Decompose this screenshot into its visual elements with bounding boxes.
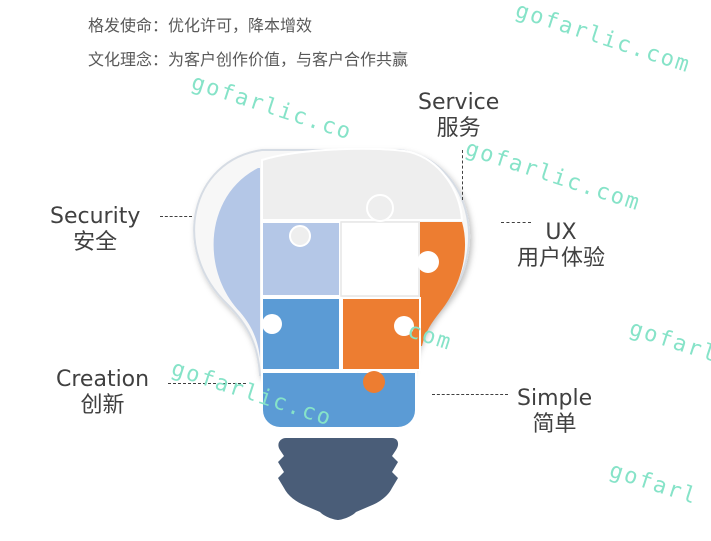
simple-leader-line (432, 394, 508, 395)
center-piece (340, 221, 420, 297)
security-label: Security 安全 (50, 204, 140, 257)
center-top-knob (366, 194, 394, 222)
creation-label-zh: 创新 (80, 393, 125, 419)
creation-label: Creation 创新 (56, 367, 149, 420)
service-piece (261, 147, 464, 221)
service-label: Service 服务 (418, 90, 499, 143)
security-label-en: Security (50, 204, 141, 229)
service-leader-line (462, 150, 463, 200)
security-leader-line (160, 216, 192, 217)
ux-label: UX 用户体验 (517, 220, 605, 273)
neck-knob (363, 371, 385, 393)
bulb-base (278, 438, 399, 520)
ux-leader-line (501, 222, 531, 223)
ux-label-zh: 用户体验 (517, 246, 606, 272)
simple-label-en: Simple (517, 386, 593, 411)
security-piece (213, 168, 260, 358)
service-label-zh: 服务 (436, 116, 481, 142)
security-label-zh: 安全 (73, 230, 118, 256)
creation-leader-line (168, 383, 246, 384)
creation-label-en: Creation (56, 367, 150, 392)
creation-piece (261, 297, 341, 371)
service-tab (289, 225, 311, 247)
ux-lower-knob (394, 316, 414, 336)
ux-knob (417, 251, 439, 273)
ux-label-en: UX (545, 220, 577, 245)
simple-label: Simple 简单 (517, 386, 592, 439)
service-label-en: Service (418, 90, 500, 115)
simple-label-zh: 简单 (532, 412, 577, 438)
philosophy-tagline: 文化理念：为客户创作价值，与客户合作共赢 (88, 50, 409, 69)
mission-tagline: 格发使命：优化许可，降本增效 (88, 16, 313, 35)
creation-knob (262, 314, 282, 334)
